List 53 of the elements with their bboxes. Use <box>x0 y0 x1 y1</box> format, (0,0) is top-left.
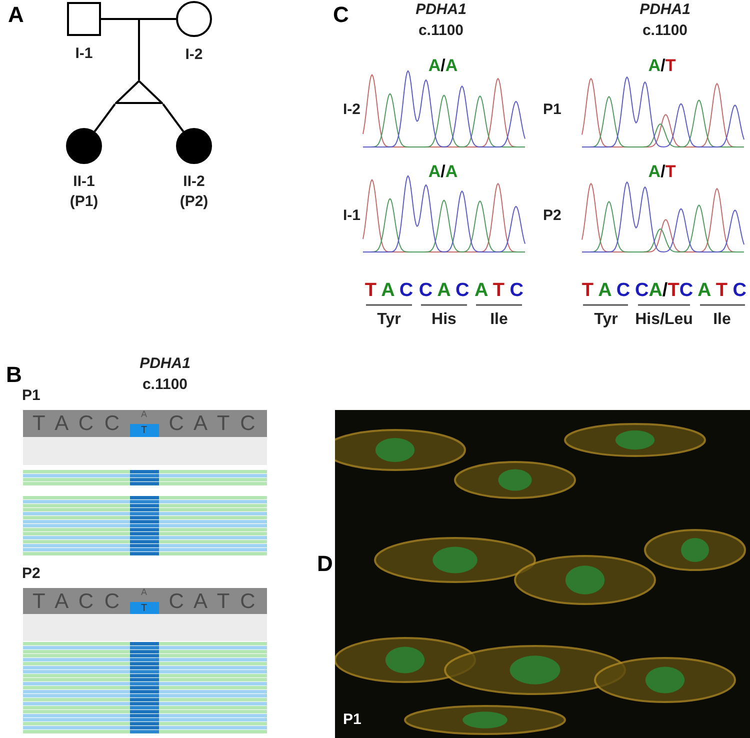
variant-position: c.1100 <box>642 23 688 38</box>
sample-label: P1 <box>343 712 362 727</box>
variant-base: T <box>140 426 148 436</box>
affected-female-symbol <box>66 128 102 164</box>
panel-letter: C <box>333 4 349 26</box>
reference-sequence: C A T C <box>168 413 256 434</box>
amino-acid-label: Tyr <box>594 312 618 328</box>
codon-sequence: A T C <box>474 281 524 300</box>
pedigree-line <box>94 103 116 132</box>
amino-acid-label: His <box>432 312 456 328</box>
amino-acid-label: Ile <box>713 312 731 328</box>
genotype-label: A/A <box>428 163 458 180</box>
amino-acid-label: His/Leu <box>635 312 693 328</box>
individual-label: I-2 <box>185 47 203 62</box>
gene-name: PDHA1 <box>140 356 190 371</box>
pedigree-line <box>162 103 184 132</box>
reference-sequence: C A T C <box>168 591 256 612</box>
individual-label: (P2) <box>180 194 208 209</box>
individual-label: II-2 <box>183 174 205 189</box>
codon-sequence: CA/TC <box>634 281 694 300</box>
genotype-label: A/T <box>648 57 676 74</box>
variant-position: c.1100 <box>418 23 464 38</box>
panel-letter: B <box>6 364 22 386</box>
sample-label: P2 <box>543 208 562 223</box>
pedigree-line <box>138 18 176 80</box>
sample-label: I-2 <box>343 102 361 117</box>
female-symbol <box>176 1 212 37</box>
gene-name: PDHA1 <box>416 2 466 17</box>
codon-sequence: T A C <box>582 281 630 300</box>
reference-sequence: T A C C <box>32 591 120 612</box>
reference-sequence: T A C C <box>32 413 120 434</box>
individual-label: II-1 <box>73 174 95 189</box>
individual-label: I-1 <box>75 46 93 61</box>
genotype-label: A/A <box>428 57 458 74</box>
affected-female-symbol <box>176 128 212 164</box>
sample-label: I-1 <box>343 208 361 223</box>
sample-label: P1 <box>543 102 562 117</box>
twin-symbol <box>115 80 163 104</box>
variant-position: c.1100 <box>142 377 188 392</box>
amino-acid-label: Tyr <box>377 312 401 328</box>
panel-letter: D <box>317 553 333 575</box>
codon-sequence: C A C <box>418 281 470 300</box>
sample-label: P1 <box>22 388 40 403</box>
codon-sequence: T A C <box>364 281 414 300</box>
gene-name: PDHA1 <box>640 2 690 17</box>
variant-base: T <box>140 604 148 614</box>
male-symbol <box>67 2 101 36</box>
panel-letter: A <box>8 4 24 26</box>
sample-label: P2 <box>22 566 40 581</box>
genotype-label: A/T <box>648 163 676 180</box>
individual-label: (P1) <box>70 194 98 209</box>
codon-sequence: A T C <box>698 281 746 300</box>
amino-acid-label: Ile <box>490 312 508 328</box>
